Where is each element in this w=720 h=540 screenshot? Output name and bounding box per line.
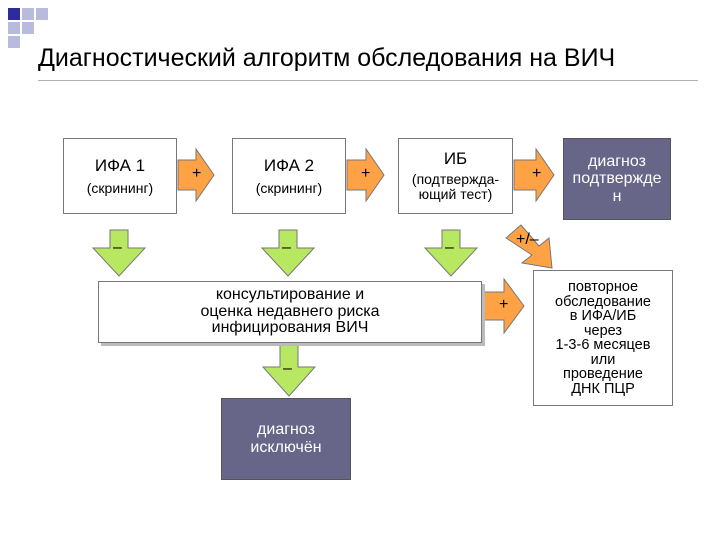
node-excluded-line-2: исключён (250, 439, 322, 456)
node-ifa2-title: ИФА 2 (263, 155, 315, 175)
sign-ifa2-negative: – (282, 239, 291, 256)
arrow-ib-down (423, 229, 479, 277)
node-ifa1-title: ИФА 1 (94, 155, 146, 175)
node-ib-title: ИБ (443, 149, 468, 169)
node-repeat-line-7: проведение (563, 366, 643, 382)
node-ifa1: ИФА 1 (скрининг) (63, 138, 177, 214)
node-excluded-line-1: диагноз (257, 421, 315, 439)
node-counseling-line-3: инфицирования ВИЧ (211, 319, 369, 337)
node-repeat-line-4: через (583, 322, 623, 339)
sign-counsel-negative: – (283, 360, 292, 377)
node-ifa2-subtitle: (скрининг) (255, 179, 323, 196)
deco-square (8, 36, 20, 48)
sign-ib-confirmed: + (532, 165, 542, 182)
arrow-ib-repeat (505, 224, 553, 269)
deco-square (8, 8, 20, 20)
deco-square (36, 8, 48, 20)
arrow-ifa2-down (260, 229, 316, 277)
arrow-ifa1-ifa2 (177, 147, 215, 203)
node-repeat-line-1: повторное (567, 279, 639, 295)
sign-ib-indeterminate: +/– (516, 231, 539, 248)
node-ib: ИБ (подтвержда- ющий тест) (398, 138, 513, 214)
arrow-ib-confirmed (513, 147, 555, 203)
node-ib-subtitle-2: ющий тест) (418, 185, 493, 202)
sign-ifa2-ib: + (361, 165, 371, 182)
deco-square (22, 22, 34, 34)
sign-ifa1-ifa2: + (192, 165, 202, 182)
node-ib-subtitle-1: (подтвержда- (411, 171, 500, 188)
node-confirmed-line-1: диагноз (588, 152, 646, 170)
sign-ib-negative: – (445, 239, 454, 256)
deco-square (8, 22, 20, 34)
node-counseling-line-1: консультирование и (215, 285, 365, 303)
node-repeat-line-8: ДНК ПЦР (571, 380, 635, 397)
node-counseling-line-2: оценка недавнего риска (200, 302, 380, 320)
node-diagnosis-confirmed: диагноз подтвержде н (563, 138, 671, 220)
node-ifa1-subtitle: (скрининг) (86, 179, 154, 196)
arrow-ifa1-down (91, 229, 147, 277)
node-repeat-line-6: или (590, 351, 616, 368)
node-repeat-line-3: в ИФА/ИБ (569, 308, 637, 324)
arrow-counsel-repeat (482, 277, 525, 335)
node-confirmed-line-3: н (612, 187, 622, 205)
arrow-ifa2-ib (346, 147, 385, 203)
node-confirmed-line-2: подтвержде (572, 170, 662, 188)
arrow-counsel-down (261, 344, 317, 397)
node-ifa2: ИФА 2 (скрининг) (232, 138, 346, 214)
deco-square (22, 8, 34, 20)
sign-ifa1-negative: – (113, 239, 122, 256)
node-diagnosis-excluded: диагноз исключён (221, 398, 351, 480)
node-repeat-line-5: 1-3-6 месяцев (555, 337, 651, 353)
node-repeat-line-2: обследование (555, 293, 651, 310)
node-repeat-testing: повторное обследование в ИФА/ИБ через 1-… (533, 270, 673, 406)
page-title: Диагностический алгоритм обследования на… (38, 44, 616, 72)
title-divider (38, 80, 698, 81)
node-counseling: консультирование и оценка недавнего риск… (98, 281, 482, 343)
sign-counsel-repeat: + (499, 296, 509, 313)
